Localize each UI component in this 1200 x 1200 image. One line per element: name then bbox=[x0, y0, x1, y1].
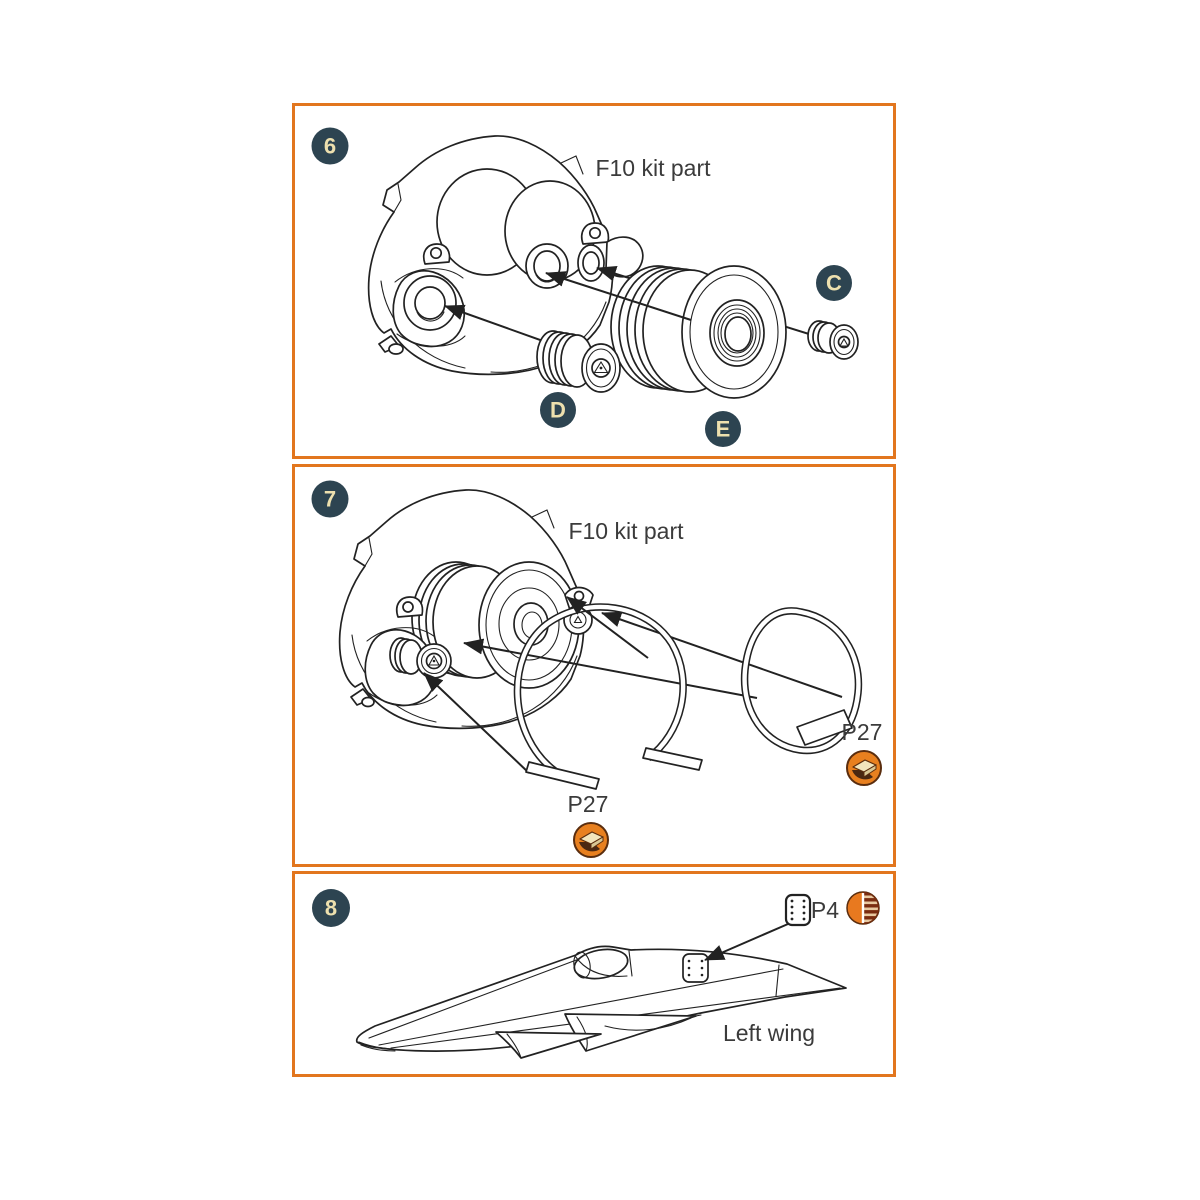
part-e-drawing bbox=[610, 265, 787, 399]
step-number-badge: 6 bbox=[311, 127, 349, 165]
step-8-panel: P4 8 Left wing bbox=[292, 871, 896, 1077]
kit-part-label: F10 kit part bbox=[595, 155, 711, 181]
step-6-panel: 6 C D E F10 kit part bbox=[292, 103, 896, 459]
arrow-clamp-right-lower bbox=[463, 638, 758, 699]
arrow-part-p4 bbox=[704, 923, 789, 961]
arrow-clamp-to-bracket bbox=[566, 596, 649, 659]
part-label-p27-bottom: P27 bbox=[568, 791, 609, 817]
part-badge-c: C bbox=[816, 265, 852, 301]
arrow-part-d bbox=[444, 304, 558, 347]
part-p4-on-wing bbox=[682, 953, 709, 983]
gearbox-housing-assembled-drawing bbox=[338, 489, 594, 730]
part-badge-e-label: E bbox=[716, 417, 731, 442]
part-badge-d: D bbox=[540, 392, 576, 428]
step-7-drawing: P27 P27 7 F10 kit part bbox=[311, 480, 883, 858]
part-p4-icon bbox=[784, 893, 812, 927]
arrow-clamp-center bbox=[423, 672, 530, 774]
part-d-drawing bbox=[536, 330, 621, 393]
resin-3d-printed-part-icon bbox=[846, 750, 882, 786]
step-number-badge: 7 bbox=[311, 480, 349, 518]
part-label-p27-right: P27 bbox=[842, 719, 883, 745]
resin-3d-printed-part-icon bbox=[573, 822, 609, 858]
step-number: 8 bbox=[325, 896, 337, 921]
gearbox-housing-drawing bbox=[367, 135, 644, 376]
step-number: 6 bbox=[324, 134, 336, 159]
arrow-part-e bbox=[545, 271, 692, 321]
part-badge-c-label: C bbox=[826, 271, 842, 296]
location-label: Left wing bbox=[723, 1020, 815, 1046]
step-8-drawing: P4 8 Left wing bbox=[312, 889, 880, 1059]
photo-etch-part-icon bbox=[846, 891, 880, 925]
part-label-p4: P4 bbox=[811, 897, 839, 923]
part-p27-clamp-right-drawing bbox=[740, 607, 863, 755]
step-number: 7 bbox=[324, 487, 336, 512]
step-7-panel: P27 P27 7 F10 kit part bbox=[292, 464, 896, 867]
step-number-badge: 8 bbox=[312, 889, 350, 927]
arrow-clamp-right-upper bbox=[601, 611, 843, 698]
left-wing-drawing bbox=[355, 945, 847, 1059]
part-p27-clamp-center-drawing bbox=[513, 603, 703, 790]
kit-part-label: F10 kit part bbox=[568, 518, 684, 544]
part-c-drawing bbox=[807, 320, 859, 360]
step-6-drawing: 6 C D E F10 kit part bbox=[311, 127, 859, 447]
part-badge-e: E bbox=[705, 411, 741, 447]
part-badge-d-label: D bbox=[550, 398, 566, 423]
